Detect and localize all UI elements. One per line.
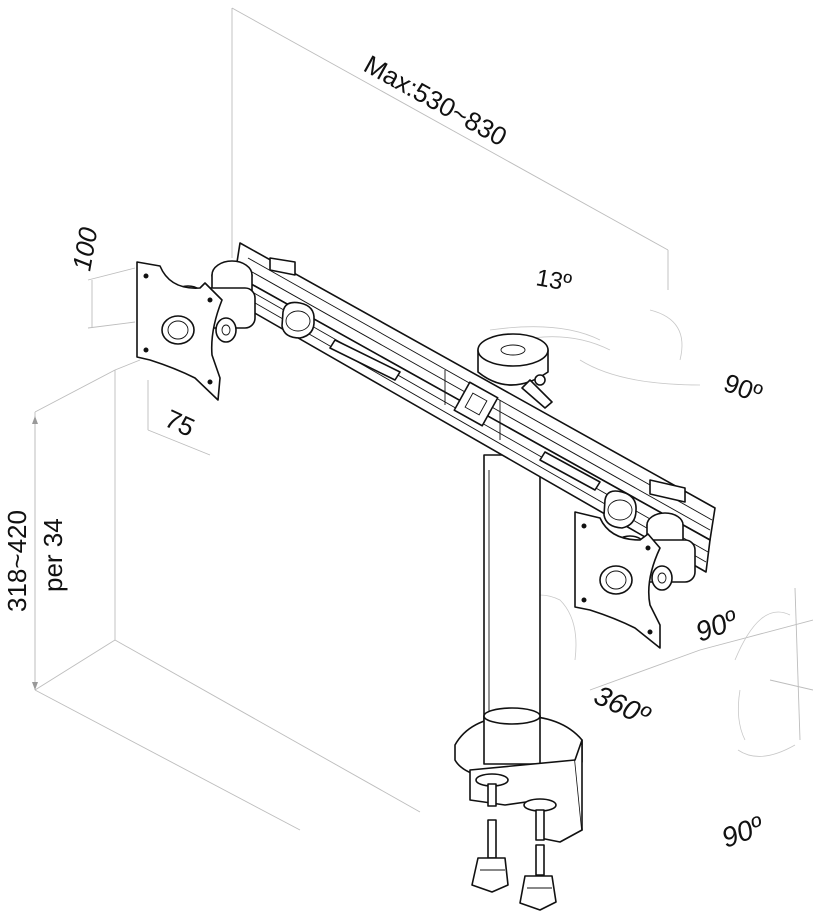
- desk-clamp: [454, 707, 583, 911]
- right-vesa-plate: [574, 511, 661, 649]
- vesa-width-label: 75: [160, 403, 199, 442]
- center-swivel: [477, 333, 553, 409]
- dimension-lines: [32, 267, 211, 690]
- rotate-right-label: 90º: [720, 367, 767, 409]
- rotate-bottom-label: 90º: [717, 810, 768, 854]
- adjust-knob-right: [603, 490, 637, 529]
- extension-arm: [231, 242, 716, 573]
- height-range-label: 318~420: [2, 510, 32, 612]
- swivel-label: 360º: [589, 679, 655, 732]
- room-guide-lines: [34, 7, 813, 831]
- adjust-knob-left: [281, 301, 315, 339]
- vesa-height-label: 100: [66, 225, 103, 273]
- height-step-label: per 34: [38, 518, 68, 592]
- left-vesa-plate: [136, 261, 223, 401]
- tilt-angle-label: 13º: [534, 264, 574, 297]
- max-reach-label: Max:530~830: [359, 49, 512, 152]
